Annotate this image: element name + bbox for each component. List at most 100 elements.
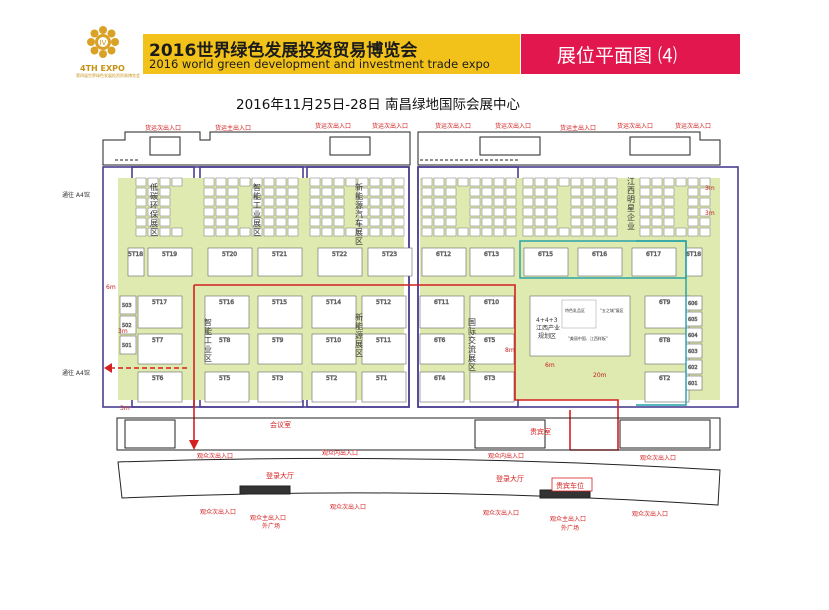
small-booth [239, 227, 251, 237]
label-to-a4-top: 通往 A4馆 [62, 191, 90, 199]
small-booth [203, 227, 215, 237]
small-booth [505, 177, 517, 187]
small-booth [534, 207, 546, 217]
booth [469, 333, 515, 365]
small-booth [227, 187, 239, 197]
small-booth [393, 187, 405, 197]
small-booth [263, 177, 275, 187]
zone-label-char: 区 [204, 354, 212, 363]
small-booth [663, 207, 675, 217]
small-booth [147, 227, 159, 237]
small-booth [227, 207, 239, 217]
zone-label-char: 明 [627, 195, 635, 204]
logo-text: 4TH EXPO [80, 64, 125, 73]
small-booth [171, 177, 183, 187]
audience-secondary-1: 观众次出入口 [197, 452, 233, 460]
booth [469, 295, 515, 329]
label-cargo-1: 货运次出入口 [315, 122, 351, 130]
small-booth [639, 207, 651, 217]
plaza-2: 外广场 [561, 524, 579, 532]
zone-label-char: 展 [355, 340, 363, 349]
small-booth [251, 207, 263, 217]
small-booth [522, 217, 534, 227]
booth-label: 6T13 [484, 251, 499, 258]
small-booth [558, 227, 570, 237]
bottom-building [116, 417, 721, 506]
small-booth [263, 197, 275, 207]
small-booth [275, 187, 287, 197]
booth [207, 247, 253, 277]
small-booth [582, 227, 594, 237]
small-booth [493, 177, 505, 187]
small-booth [570, 177, 582, 187]
small-booth [421, 197, 433, 207]
small-booth [275, 217, 287, 227]
side-booth-label: 604 [688, 333, 698, 339]
booth [147, 247, 193, 277]
booth [204, 295, 250, 329]
small-booth [333, 207, 345, 217]
audience-secondary-5: 观众次出入口 [483, 509, 519, 517]
small-booth [582, 187, 594, 197]
small-booth [522, 197, 534, 207]
booth-label: 5T6 [152, 375, 163, 382]
small-booth-grid [135, 177, 711, 237]
small-booth [215, 187, 227, 197]
special-line1: 江西产业 [536, 324, 560, 332]
small-booth [227, 197, 239, 207]
small-booth [546, 207, 558, 217]
small-booth [275, 177, 287, 187]
small-booth [369, 187, 381, 197]
small-booth [651, 197, 663, 207]
small-booth [699, 187, 711, 197]
dim-6m-a: 6m [106, 284, 116, 291]
booth [644, 295, 690, 329]
small-booth [445, 227, 457, 237]
small-booth [287, 197, 299, 207]
zone-label-char: 区 [355, 237, 363, 246]
small-booth [606, 197, 618, 207]
small-booth [227, 177, 239, 187]
small-booth [421, 207, 433, 217]
booth [469, 371, 515, 403]
side-booth-label: 501 [122, 343, 132, 349]
small-booth [663, 197, 675, 207]
zone-label-char: 低 [150, 182, 158, 192]
zone-label-char: 源 [355, 201, 363, 210]
zone-label-char: 业 [627, 221, 635, 231]
small-booth [215, 217, 227, 227]
small-booth [582, 217, 594, 227]
small-booth [369, 197, 381, 207]
small-booth [309, 197, 321, 207]
small-booth [369, 177, 381, 187]
small-booth [147, 177, 159, 187]
zone-label-char: 车 [355, 218, 363, 228]
small-booth [522, 177, 534, 187]
plaza-1: 外广场 [262, 522, 280, 530]
zone-label-char: 星 [627, 204, 635, 213]
small-booth [481, 227, 493, 237]
audience-inner-1: 观众内出入口 [322, 449, 358, 457]
zone-label-char: 企 [627, 212, 635, 222]
booth [257, 247, 303, 277]
vip-room: 贵宾室 [530, 427, 551, 436]
small-booth [651, 207, 663, 217]
zone-label-char: 展 [253, 219, 261, 228]
small-booth [493, 217, 505, 227]
audience-main-2: 观众主出入口 [550, 515, 586, 523]
booth-label: 6T2 [659, 375, 670, 382]
booth-label: 6T16 [592, 251, 607, 258]
label-cargo-4: 货运次出入口 [495, 122, 531, 130]
zone-label-char: 智 [253, 182, 261, 192]
booth-label: 5T5 [219, 375, 230, 382]
side-booth-label: 503 [122, 303, 132, 309]
small-booth [159, 197, 171, 207]
booth-label: 6T3 [484, 375, 495, 382]
zone-label-char: 国 [468, 318, 476, 327]
small-booth [534, 227, 546, 237]
zone-label-char: 区 [150, 228, 158, 237]
small-booth [215, 177, 227, 187]
special-note3: "美丽中国、江西样板" [568, 335, 608, 341]
booth-label: 5T1 [376, 375, 387, 382]
